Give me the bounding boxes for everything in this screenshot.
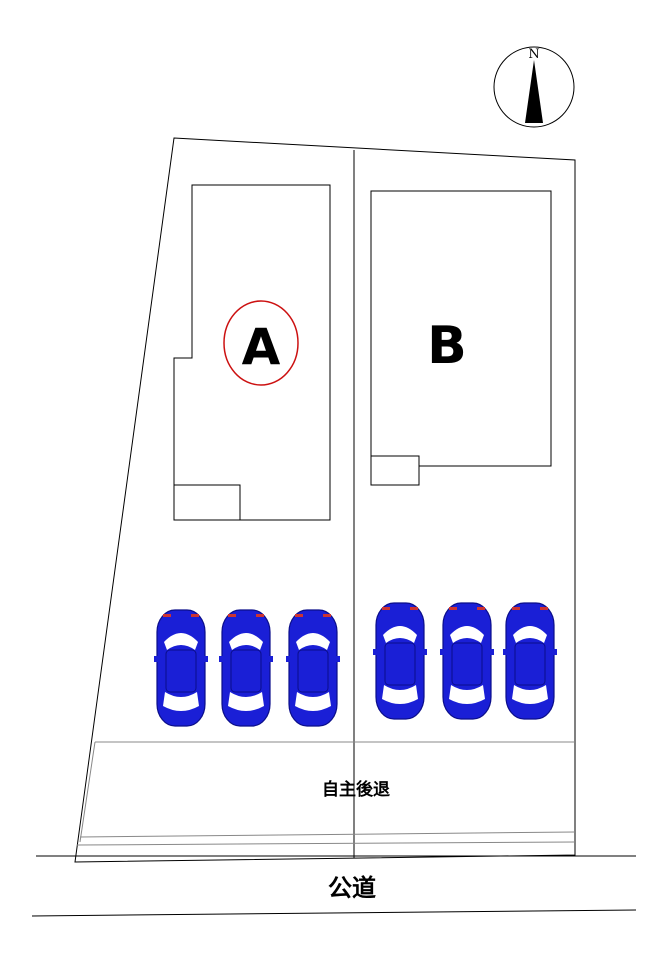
building-b-annex bbox=[370, 455, 420, 486]
lot-b-label: B bbox=[427, 316, 467, 376]
property-boundary bbox=[74, 137, 576, 863]
lot-a-highlight-circle bbox=[223, 300, 299, 386]
setback-area: 自主後退 bbox=[76, 741, 576, 846]
road-label: 公道 bbox=[328, 874, 376, 902]
compass-north-label: N bbox=[528, 47, 539, 62]
road-edge-bottom bbox=[31, 909, 637, 917]
building-b-outline bbox=[370, 190, 552, 467]
setback-line-bottom bbox=[79, 831, 576, 838]
car-icon bbox=[503, 602, 557, 720]
lot-a-label: A bbox=[242, 318, 281, 376]
car-icon bbox=[219, 609, 273, 727]
car-icon bbox=[154, 609, 208, 727]
setback-label: 自主後退 bbox=[322, 779, 390, 800]
public-road: 公道 bbox=[31, 855, 637, 917]
compass: N bbox=[493, 46, 575, 128]
setback-line-bottom-2 bbox=[76, 841, 576, 846]
parking-area bbox=[154, 602, 557, 727]
compass-ring bbox=[493, 46, 575, 128]
setback-line-left bbox=[79, 741, 96, 843]
building-a-annex bbox=[173, 484, 241, 521]
car-icon bbox=[373, 602, 427, 720]
car-icon bbox=[286, 609, 340, 727]
car-icon bbox=[440, 602, 494, 720]
north-arrow-icon bbox=[525, 60, 543, 123]
